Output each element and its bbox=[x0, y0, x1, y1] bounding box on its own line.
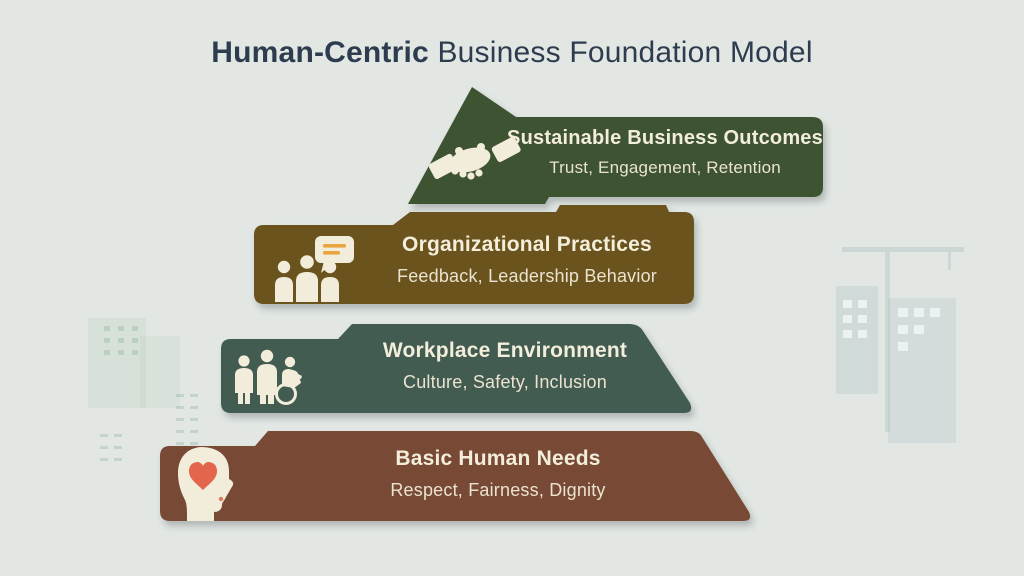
layer-environment-text: Workplace Environment Culture, Safety, I… bbox=[352, 339, 658, 393]
layer-outcomes-text: Sustainable Business Outcomes Trust, Eng… bbox=[504, 127, 826, 178]
layer-environment-banner bbox=[221, 324, 692, 413]
layer-environment-title: Workplace Environment bbox=[382, 339, 628, 362]
layer-outcomes-subtitle: Trust, Engagement, Retention bbox=[549, 158, 781, 177]
layer-needs-subtitle: Respect, Fairness, Dignity bbox=[390, 480, 606, 501]
page-title: Human-Centric Business Foundation Model bbox=[0, 36, 1024, 70]
layer-outcomes-title: Sustainable Business Outcomes bbox=[507, 127, 823, 149]
skyline-left-decoration bbox=[88, 318, 198, 461]
skyline-right-decoration bbox=[836, 247, 964, 443]
page-title-rest: Business Foundation Model bbox=[428, 36, 813, 69]
handshake-icon bbox=[428, 136, 521, 180]
layer-environment-subtitle: Culture, Safety, Inclusion bbox=[403, 372, 607, 393]
layer-practices-title: Organizational Practices bbox=[402, 233, 652, 256]
head-heart-icon bbox=[178, 447, 234, 521]
layer-needs-banner bbox=[160, 431, 751, 521]
layer-practices-text: Organizational Practices Feedback, Leade… bbox=[377, 233, 677, 287]
layer-practices-banner bbox=[254, 205, 694, 304]
layer-needs-title: Basic Human Needs bbox=[395, 447, 601, 470]
page-title-highlight: Human-Centric bbox=[211, 36, 429, 69]
team-chat-icon bbox=[275, 236, 354, 302]
inclusive-people-icon bbox=[235, 349, 302, 405]
layer-outcomes-banner bbox=[408, 87, 823, 204]
layer-needs-text: Basic Human Needs Respect, Fairness, Dig… bbox=[348, 447, 648, 501]
layer-practices-subtitle: Feedback, Leadership Behavior bbox=[397, 266, 657, 287]
